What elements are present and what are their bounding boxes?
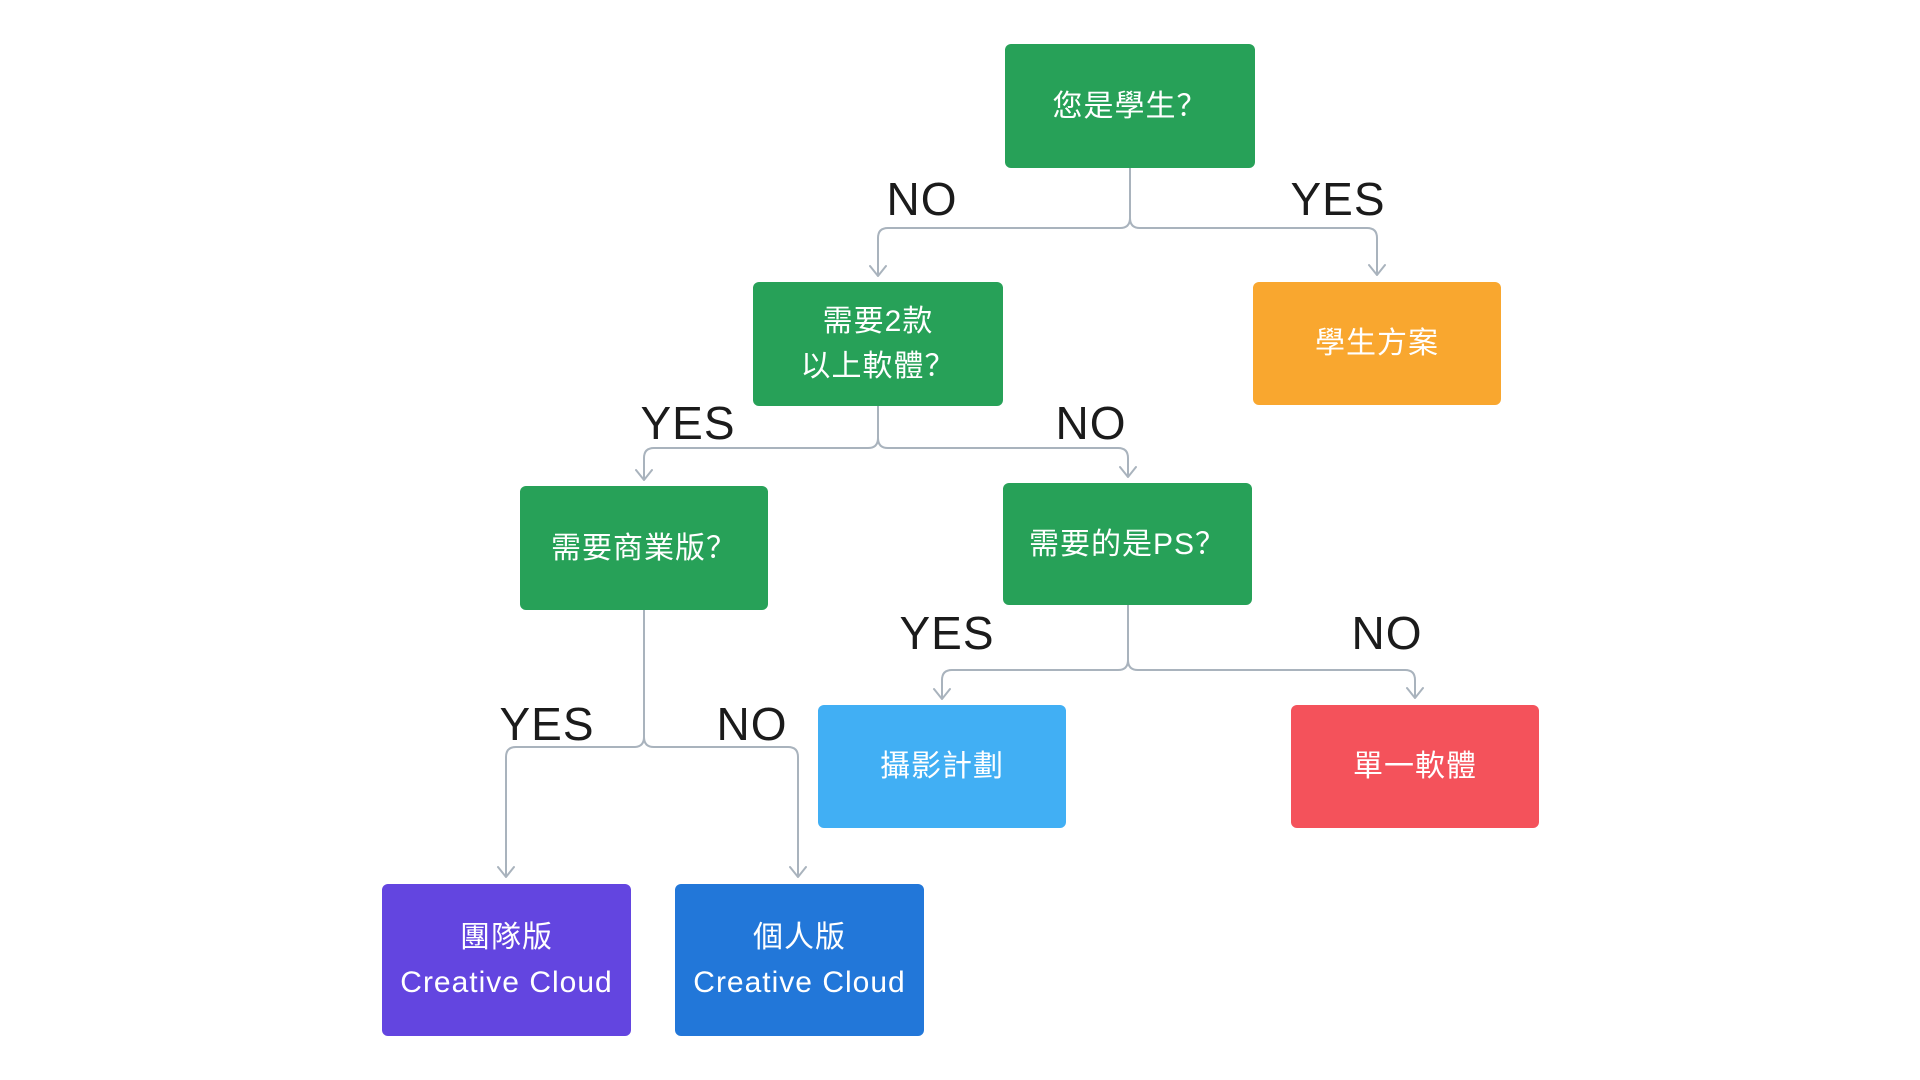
node-student-plan: 學生方案 — [1253, 282, 1501, 405]
node-label-line1: 團隊版 — [460, 921, 553, 954]
node-label-line2: 以上軟體？ — [800, 350, 956, 383]
node-single-app: 單一軟體 — [1291, 705, 1539, 828]
edge-label-root-no: NO — [886, 173, 958, 225]
node-photography-plan: 攝影計劃 — [818, 705, 1066, 828]
edge-label-business-yes: YES — [499, 698, 595, 750]
node-label: 學生方案 — [1315, 327, 1439, 360]
node-need-2-or-more-apps: 需要2款 以上軟體？ — [753, 282, 1003, 406]
node-individual-creative-cloud: 個人版 Creative Cloud — [675, 884, 924, 1036]
node-label-line1: 需要2款 — [822, 305, 934, 338]
node-are-you-a-student: 您是學生？ — [1005, 44, 1255, 168]
node-need-business-edition: 需要商業版？ — [520, 486, 768, 610]
node-need-ps: 需要的是PS？ — [1003, 483, 1252, 605]
edge-label-root-yes: YES — [1290, 173, 1386, 225]
node-teams-creative-cloud: 團隊版 Creative Cloud — [382, 884, 631, 1036]
node-label-line2: Creative Cloud — [400, 966, 613, 999]
edge-label-apps-no: NO — [1055, 397, 1127, 449]
node-label-line2: Creative Cloud — [693, 966, 906, 999]
edge-label-ps-no: NO — [1351, 607, 1423, 659]
node-label: 需要的是PS？ — [1028, 527, 1227, 561]
node-label: 單一軟體 — [1353, 750, 1477, 783]
node-label-line1: 個人版 — [753, 921, 846, 954]
edge-label-apps-yes: YES — [640, 397, 736, 449]
node-label: 攝影計劃 — [880, 750, 1004, 783]
node-label: 需要商業版？ — [551, 531, 737, 565]
node-label: 您是學生？ — [1052, 89, 1208, 123]
edge-label-ps-yes: YES — [899, 607, 995, 659]
edge-label-business-no: NO — [716, 698, 788, 750]
